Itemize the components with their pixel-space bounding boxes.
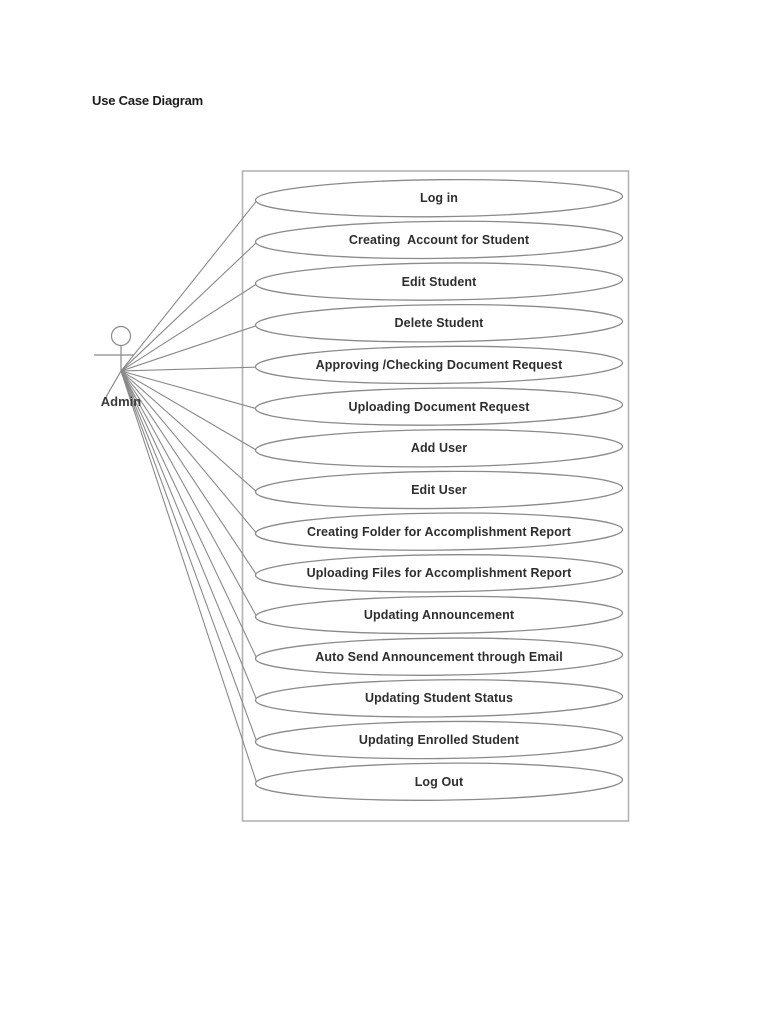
use-case-ellipse — [254, 429, 624, 468]
association-line — [120, 370, 258, 410]
association-line — [120, 241, 258, 372]
use-case-ellipse — [254, 262, 624, 301]
association-line — [120, 370, 258, 660]
use-case-ellipse — [254, 762, 624, 801]
use-case-ellipse — [254, 720, 624, 760]
association-line — [120, 366, 258, 372]
use-case-ellipse — [254, 679, 624, 718]
use-case-ellipse — [254, 512, 624, 551]
association-line — [120, 370, 258, 785]
use-case-ellipse — [254, 637, 624, 676]
actor-admin — [94, 325, 136, 398]
association-line — [120, 370, 258, 743]
use-case-ellipse — [254, 345, 624, 385]
association-line — [120, 324, 258, 372]
association-line — [120, 200, 258, 372]
use-case-ellipse — [254, 595, 624, 635]
association-line — [120, 370, 258, 493]
page-title: Use Case Diagram — [92, 93, 203, 108]
use-case-ellipse — [254, 303, 624, 343]
use-case-ellipse — [254, 220, 624, 260]
association-line — [120, 370, 258, 451]
use-case-ellipse — [254, 387, 624, 426]
actor-right-leg — [120, 370, 136, 398]
association-line — [120, 370, 258, 618]
association-line — [120, 370, 258, 701]
association-line — [120, 370, 258, 576]
use-case-ellipse — [254, 470, 624, 510]
association-line — [120, 370, 258, 535]
association-line — [120, 283, 258, 372]
actor-left-leg — [105, 370, 122, 398]
use-case-ellipse — [254, 178, 624, 218]
actor-head-icon — [110, 325, 132, 347]
use-case-ellipse — [254, 554, 624, 593]
system-boundary — [241, 170, 630, 822]
